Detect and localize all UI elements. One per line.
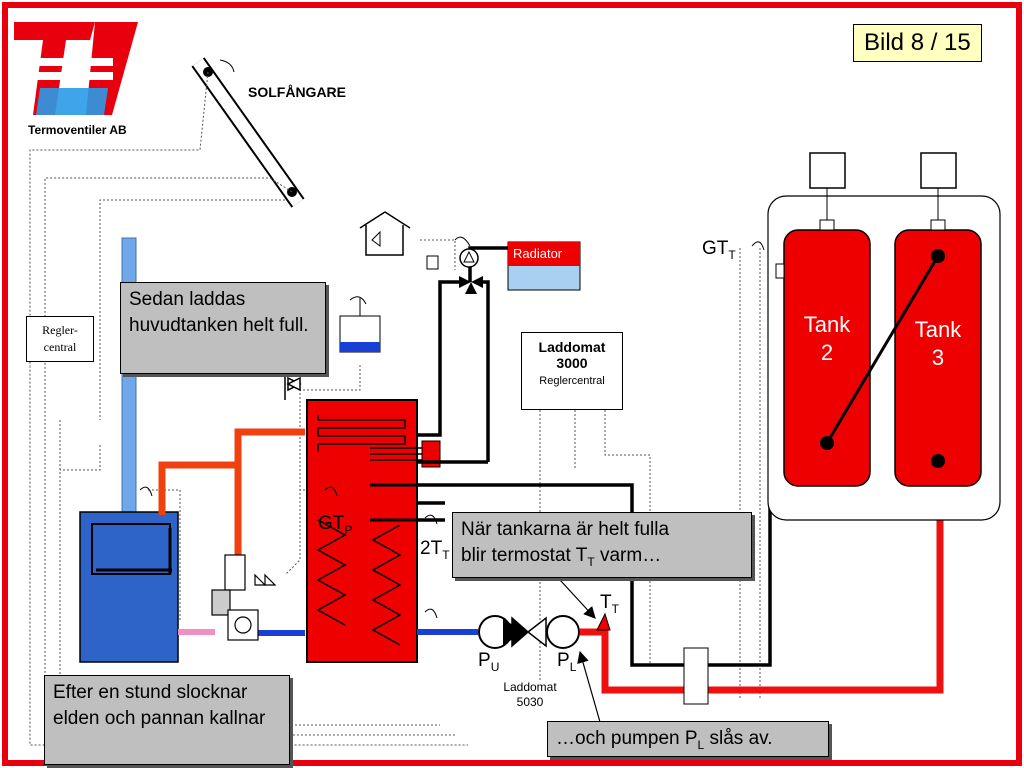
- t-t-label: TT: [600, 592, 619, 616]
- arrow-to-pl: [577, 650, 601, 723]
- laddomat5030-line1: Laddomat: [503, 680, 557, 694]
- gt-p-main: GT: [318, 513, 345, 534]
- boiler: [79, 511, 179, 663]
- two-t-label: 2TT: [420, 538, 450, 562]
- tank-2-label-line1: Tank: [803, 312, 851, 337]
- laddomat5030-line2: 5030: [516, 695, 544, 709]
- pu-main: P: [478, 650, 491, 671]
- regler-central-box: Regler- central: [26, 316, 94, 362]
- radiator-icon: [507, 241, 581, 291]
- pu-label: PU: [478, 650, 499, 674]
- regler-central-line1: Regler-: [42, 323, 78, 337]
- laddomat3000-title1: Laddomat: [538, 339, 606, 355]
- company-logo-icon: [14, 22, 138, 115]
- flue-pipe: [121, 237, 137, 519]
- tank-2-label: Tank 2: [784, 311, 870, 367]
- callout-tanks-full-line2: blir termostat TT varm…: [461, 543, 743, 575]
- hot-supply-pipe: [158, 428, 305, 560]
- radiator-pump-icon: [459, 248, 479, 268]
- laddomat3000-box: Laddomat 3000 Reglercentral: [521, 332, 623, 410]
- tank-connection-pipe: [825, 255, 940, 444]
- sensor-box: [426, 255, 439, 270]
- tank-3-label: Tank 3: [895, 316, 981, 372]
- t-t-sub: T: [611, 601, 619, 616]
- pl-label: PL: [557, 650, 576, 674]
- callout-loading: Sedan laddas huvudtanken helt full.: [120, 282, 326, 374]
- laddomat3000-title2: 3000: [556, 355, 588, 371]
- company-name: Termoventiler AB: [28, 123, 127, 137]
- gt-p-label: GTP: [318, 513, 352, 537]
- solar-collector-icon: [191, 57, 305, 208]
- gt-t-label: GTT: [702, 238, 736, 262]
- laddomat3000-sub: Reglercentral: [539, 375, 605, 387]
- tank-3-label-line1: Tank: [914, 317, 962, 342]
- pu-sub: U: [490, 659, 500, 674]
- check-valve-icon: [511, 616, 547, 648]
- gt-t-sensor-icon: [751, 241, 765, 251]
- callout-tanks-full-text: blir termostat T: [461, 545, 588, 566]
- pipe-joint: [683, 647, 709, 705]
- tank-2-label-line2: 2: [820, 340, 834, 365]
- callout-pump-off-text: …och pumpen P: [556, 728, 698, 749]
- two-t-main: 2T: [420, 538, 443, 559]
- callout-pump-off-sub: L: [697, 737, 705, 752]
- callout-tanks-full-sub: T: [587, 554, 595, 569]
- two-t-sub: T: [442, 547, 450, 562]
- tank-3-label-line2: 3: [931, 345, 945, 370]
- house-icon: [359, 211, 411, 256]
- hot-pipe-to-tanks: [580, 485, 944, 694]
- arrow-to-tt: [559, 579, 596, 619]
- pump-pl-icon: [546, 615, 580, 649]
- callout-tanks-full-line1: När tankarna är helt fulla: [461, 519, 670, 540]
- t-t-main: T: [600, 592, 612, 613]
- gt-p-sub: P: [344, 522, 353, 537]
- main-accumulator-tank: [306, 399, 418, 663]
- expansion-vessel-icon: [339, 296, 381, 353]
- three-way-valve-icon: [459, 276, 483, 294]
- regler-central-line2: central: [43, 340, 77, 354]
- valve-assembly-icon: [211, 554, 277, 641]
- pl-main: P: [557, 650, 570, 671]
- slide-counter: Bild 8 / 15: [853, 24, 982, 62]
- callout-pump-off: …och pumpen PL slås av.: [547, 721, 829, 757]
- laddomat5030-label: Laddomat 5030: [490, 680, 570, 710]
- callout-tanks-full: När tankarna är helt fulla blir termosta…: [452, 512, 752, 578]
- radiator-label: Radiator: [513, 246, 563, 261]
- callout-tanks-full-end: varm…: [594, 545, 662, 566]
- gt-t-main: GT: [702, 238, 729, 259]
- pl-sub: L: [569, 659, 577, 674]
- callout-fire-out: Efter en stund slocknar elden och pannan…: [44, 675, 290, 765]
- solar-collector-label: SOLFÅNGARE: [248, 84, 346, 100]
- gt-t-sub: T: [728, 247, 736, 262]
- thermostat-tt-icon: [596, 612, 611, 631]
- callout-pump-off-end: slås av.: [704, 728, 773, 749]
